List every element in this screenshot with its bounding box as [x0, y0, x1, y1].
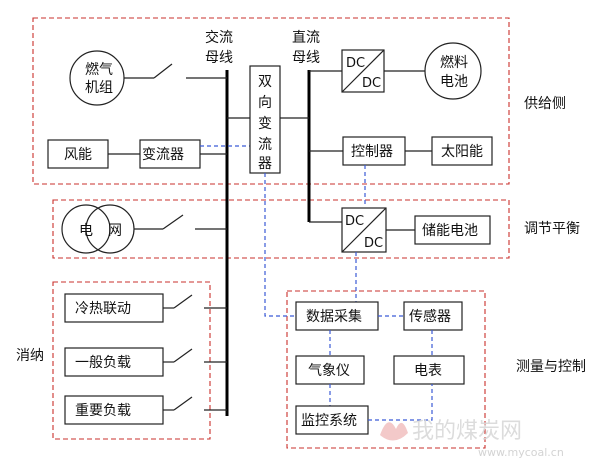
- dcdc-top-label-2: DC: [362, 76, 381, 91]
- converter-label: 变流器: [142, 147, 184, 163]
- chp-switch: [173, 294, 193, 309]
- bidirectional-box: [249, 65, 281, 174]
- chp-label: 冷热联动: [75, 301, 131, 317]
- balance-region: [52, 199, 510, 259]
- wind-label: 风能: [64, 147, 92, 163]
- balance-region-label: 调节平衡: [524, 221, 580, 237]
- bidir-signal: [264, 173, 296, 317]
- grid-circle-left: [61, 204, 111, 254]
- gas-switch: [153, 63, 173, 79]
- fuel-cell-circle: [424, 42, 482, 100]
- dcdc-storage-diag: [341, 207, 387, 253]
- dcdc-storage-label-1: DC: [345, 214, 364, 229]
- watermark-url: www.mycoal.cn: [478, 446, 564, 459]
- supply-region: [32, 17, 510, 185]
- gas-unit-label-1: 燃气: [85, 61, 113, 78]
- gas-unit-label-2: 机组: [85, 80, 113, 96]
- monitor-label: 监控系统: [301, 413, 357, 429]
- measure-region: [286, 290, 486, 449]
- weather-label: 气象仪: [308, 363, 350, 379]
- fuel-cell-label-1: 燃料: [440, 54, 468, 71]
- dc-bus-label-1: 直流: [292, 29, 320, 46]
- measure-region-label: 测量与控制: [516, 359, 586, 375]
- watermark-text: 我的煤炭网: [412, 419, 522, 444]
- watermark: 我的煤炭网 www.mycoal.cn: [380, 419, 564, 459]
- ac-bus-label-1: 交流: [205, 29, 233, 46]
- sensor-box: [403, 301, 463, 331]
- storage-battery-label: 储能电池: [422, 223, 478, 239]
- converter-box: [139, 139, 201, 169]
- sensor-label: 传感器: [409, 308, 451, 325]
- bidirectional-label-1: 双: [258, 74, 272, 90]
- bidirectional-label-4: 流: [258, 137, 272, 153]
- bidirectional-label-3: 变: [258, 116, 272, 132]
- general-load-label: 一般负载: [75, 355, 131, 371]
- chp-box: [64, 293, 164, 323]
- grid-switch: [162, 214, 184, 230]
- monitor-box: [295, 405, 369, 435]
- meter-label: 电表: [414, 363, 442, 379]
- general-load-switch: [173, 348, 193, 363]
- general-load-box: [64, 347, 164, 377]
- gas-unit-circle: [69, 50, 125, 106]
- grid-label-right: 网: [108, 223, 122, 239]
- consume-region: [52, 281, 211, 440]
- solar-box: [431, 136, 493, 166]
- controller-label: 控制器: [351, 144, 393, 160]
- dcdc-top-label-1: DC: [346, 56, 365, 71]
- grid-label-left: 电: [79, 223, 93, 239]
- meter-box: [393, 355, 465, 385]
- storage-battery-box: [414, 215, 491, 245]
- dc-bus-label-2: 母线: [292, 50, 320, 66]
- flame-logo-icon: [380, 422, 408, 441]
- important-load-box: [64, 395, 164, 425]
- meter-monitor-signal: [368, 384, 433, 421]
- dcdc-top-diag: [341, 49, 385, 93]
- supply-region-label: 供给侧: [524, 96, 566, 112]
- important-load-switch: [173, 396, 193, 411]
- solar-label: 太阳能: [441, 144, 483, 160]
- data-acq-label: 数据采集: [306, 308, 362, 325]
- ac-bus-label-2: 母线: [205, 50, 233, 66]
- fuel-cell-label-2: 电池: [440, 74, 468, 90]
- data-acq-box: [295, 301, 379, 331]
- important-load-label: 重要负载: [75, 403, 131, 419]
- dcdc-storage-label-2: DC: [364, 236, 383, 251]
- bidirectional-label-2: 向: [258, 95, 272, 111]
- bidirectional-label-5: 器: [258, 156, 272, 172]
- consume-region-label: 消纳: [16, 348, 44, 364]
